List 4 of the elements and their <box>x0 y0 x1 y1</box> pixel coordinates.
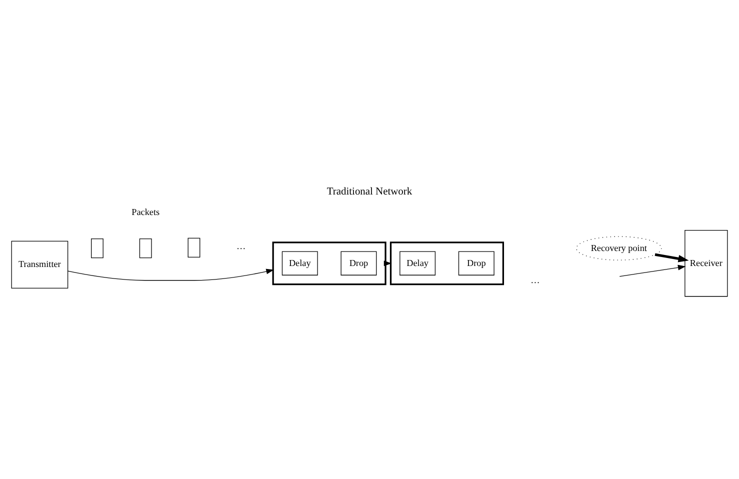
label: … <box>530 274 540 284</box>
diagram-title: Traditional Network <box>326 186 412 198</box>
label: … <box>236 240 246 250</box>
label: Packets <box>132 206 160 216</box>
